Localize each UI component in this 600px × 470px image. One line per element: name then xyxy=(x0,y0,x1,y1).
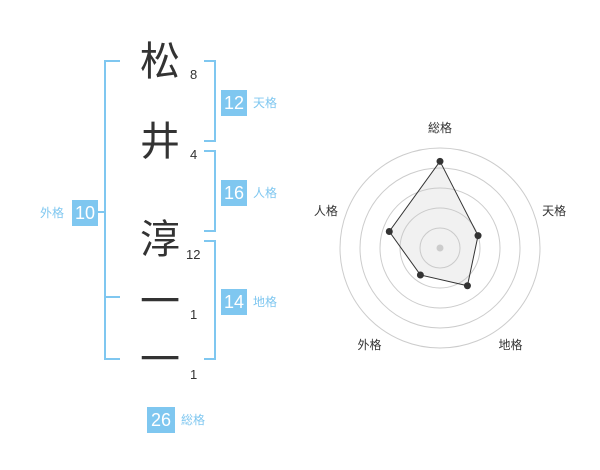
gaikaku-bracket-connector xyxy=(98,211,106,213)
gaikaku-label: 外格 xyxy=(40,206,65,220)
name-char-5: 一 xyxy=(140,337,180,383)
radar-ring xyxy=(379,187,501,309)
radar-point-5 xyxy=(385,228,393,236)
radar-axis-label-2: 天格 xyxy=(542,203,566,218)
name-char-4: 一 xyxy=(140,279,180,325)
radar-point-2 xyxy=(474,232,482,240)
radar-point-3 xyxy=(463,282,471,290)
radar-ring xyxy=(419,227,461,269)
stroke-count-3: 12 xyxy=(186,247,201,262)
radar-axis-label-4: 外格 xyxy=(357,337,381,352)
tenkaku-bracket xyxy=(204,60,216,142)
stroke-count-2: 4 xyxy=(190,147,198,162)
gaikaku-value: 10 xyxy=(72,200,98,226)
radar-ring xyxy=(399,207,481,289)
radar-point-4 xyxy=(416,271,424,279)
jinkaku-bracket xyxy=(204,150,216,232)
tenkaku-label: 天格 xyxy=(253,96,278,110)
radar-ring xyxy=(339,147,541,349)
radar-axis-label-3: 地格 xyxy=(499,337,523,352)
tenkaku-value: 12 xyxy=(221,90,247,116)
chikaku-value: 14 xyxy=(221,289,247,315)
jinkaku-label: 人格 xyxy=(253,186,278,200)
chikaku-bracket xyxy=(204,240,216,360)
radar-center-dot xyxy=(436,244,444,252)
name-char-3: 淳 xyxy=(140,217,180,263)
gaikaku-bracket-tick xyxy=(104,296,120,298)
name-char-2: 井 xyxy=(140,119,180,165)
radar-point-1 xyxy=(436,157,444,165)
radar-axis-label-1: 総格 xyxy=(428,120,452,135)
soukaku-value: 26 xyxy=(147,407,175,433)
stroke-count-1: 8 xyxy=(190,67,198,82)
radar-axis-label-5: 人格 xyxy=(314,203,338,218)
jinkaku-value: 16 xyxy=(221,180,247,206)
chikaku-label: 地格 xyxy=(253,295,278,309)
soukaku-label: 総格 xyxy=(181,413,206,427)
radar-series-polygon xyxy=(388,160,479,287)
radar-ring xyxy=(359,167,521,329)
gaikaku-bracket xyxy=(104,60,120,360)
stroke-count-4: 1 xyxy=(190,307,198,322)
name-char-1: 松 xyxy=(140,39,180,85)
stroke-count-5: 1 xyxy=(190,367,198,382)
